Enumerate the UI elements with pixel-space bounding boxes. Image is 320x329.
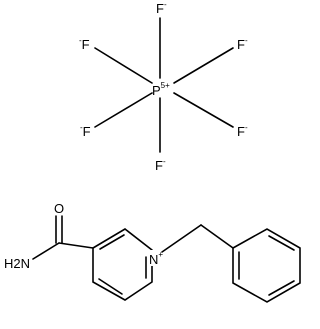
fluorine-atom-upper-left: -F: [79, 36, 90, 52]
phenyl-ring-inner-bond-2: [268, 235, 295, 251]
phenyl-ring-inner-bond-3: [268, 280, 295, 296]
fluorine-atom-upper-right: F-: [237, 36, 248, 52]
hexafluorophosphate-anion: P5+ F- -F F- -F F- F-: [79, 0, 248, 173]
amide-oxygen-atom: O: [54, 201, 64, 216]
phenyl-ring: [232, 228, 301, 303]
pyridinium-ring-inner-bond-1: [99, 234, 125, 250]
fluorine-atom-lower-right: F-: [237, 123, 248, 139]
phosphorus-charge: 5+: [161, 81, 170, 90]
pyridinium-ring-inner-bond-3: [98, 278, 123, 295]
bond-p-f-lower-right: [173, 92, 234, 128]
chemical-structure-diagram: P5+ F- -F F- -F F- F- O H2N N+: [4, 0, 301, 303]
benzylpyridinium-cation: O H2N N+: [4, 201, 301, 303]
bond-p-f-upper-left: [94, 47, 153, 84]
bond-p-f-upper-right: [173, 47, 234, 84]
fluorine-atom-bottom: F-: [155, 157, 166, 173]
bond-amide-c-ring: [58, 242, 94, 249]
bond-p-f-lower-left: [94, 92, 153, 128]
amide-nitrogen-label: H2N: [4, 256, 30, 271]
bond-n-ch2: [161, 224, 202, 253]
bond-amide-c-n: [32, 242, 60, 260]
bond-ch2-phenyl: [200, 224, 234, 249]
fluorine-atom-top: F-: [156, 0, 167, 16]
fluorine-atom-lower-left: -F: [80, 123, 91, 139]
pyridinium-nitrogen-charge: +: [158, 250, 163, 259]
ring-nitrogen-label-backdrop: [148, 250, 161, 266]
pyridinium-ring: [92, 228, 153, 301]
pyridinium-nitrogen-atom: N+: [149, 250, 163, 267]
phosphorus-atom: P5+: [152, 81, 170, 98]
